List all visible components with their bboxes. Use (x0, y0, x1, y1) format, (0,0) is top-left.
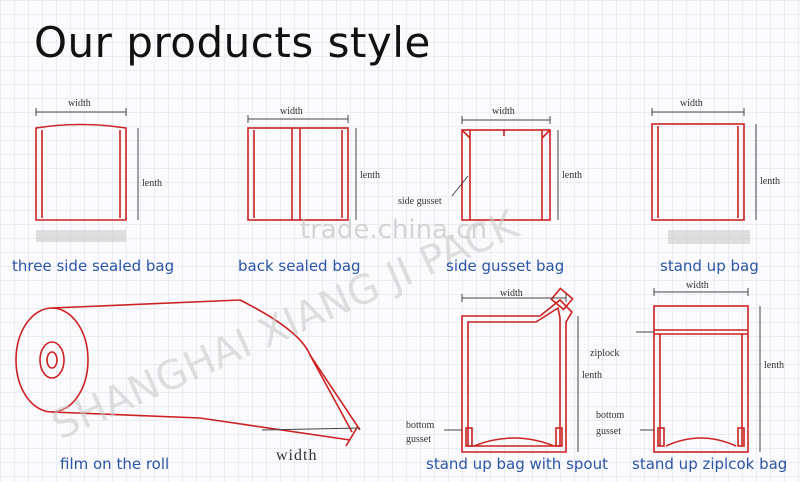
length-label: lenth (764, 360, 784, 371)
bottom-label: bottom (406, 420, 435, 431)
length-label: lenth (582, 370, 602, 381)
page-title: Our products style (34, 18, 431, 67)
side-gusset-label: side gusset (398, 196, 442, 207)
bottom-label: bottom (596, 410, 625, 421)
length-label: lenth (760, 176, 780, 187)
width-label: width (492, 106, 515, 117)
spout-bag-outline (444, 287, 579, 453)
ziplock-bag-outline (636, 288, 761, 453)
back-sealed-bag-outline (247, 115, 357, 221)
ziplock-label: ziplock (590, 348, 619, 359)
width-label: width (680, 98, 703, 109)
width-label: width (276, 447, 317, 464)
three-side-sealed-bag-outline (35, 108, 139, 242)
caption-side-gusset-bag: side gusset bag (446, 257, 565, 275)
width-label: width (280, 106, 303, 117)
width-label: width (500, 288, 523, 299)
caption-film-on-the-roll: film on the roll (60, 455, 170, 473)
caption-ziplock-bag: stand up ziplcok bag (632, 455, 788, 473)
length-label: lenth (142, 178, 162, 189)
caption-three-side-sealed-bag: three side sealed bag (12, 257, 175, 275)
width-label: width (686, 280, 709, 291)
gusset-label: gusset (406, 434, 431, 445)
watermark-site: trade.china.cn (300, 215, 487, 245)
caption-spout-bag: stand up bag with spout (426, 455, 608, 473)
caption-back-sealed-bag: back sealed bag (238, 257, 361, 275)
width-label: width (68, 98, 91, 109)
length-label: lenth (562, 170, 582, 181)
stand-up-bag-outline (651, 108, 757, 244)
side-gusset-bag-outline (451, 116, 559, 221)
caption-stand-up-bag: stand up bag (660, 257, 759, 275)
length-label: lenth (360, 170, 380, 181)
gusset-label: gusset (596, 426, 621, 437)
film-roll-outline (15, 299, 361, 447)
